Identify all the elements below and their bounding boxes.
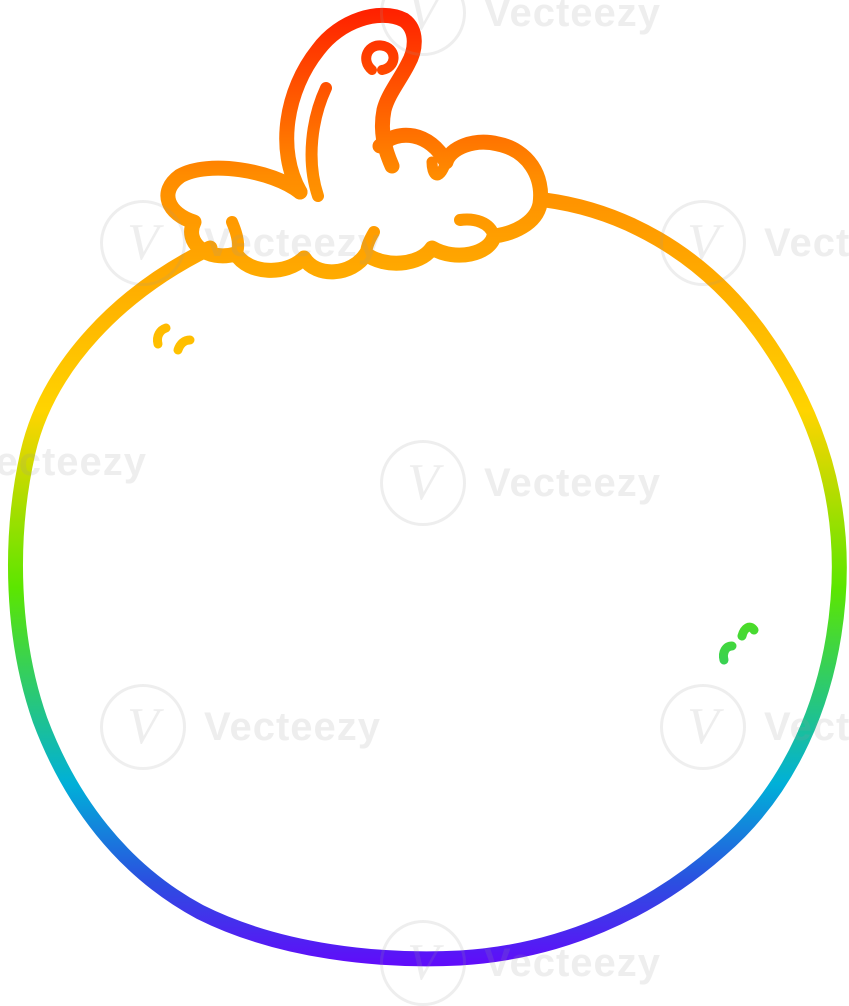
orange-stem-outline [279,7,422,200]
orange-leaf-outline [160,127,549,280]
stem-curl [361,40,399,75]
leaf-vein-right [454,213,500,242]
orange-body-outline [8,192,847,967]
orange-stem-inner [305,82,332,202]
highlight-mark-lower-2 [737,622,759,641]
leaf-notch-upper-right [426,156,452,181]
highlight-mark-lower-1 [719,641,737,665]
highlight-mark-upper-2 [173,335,195,355]
orange-illustration [8,7,847,967]
leaf-vein-left [226,216,245,260]
highlight-mark-upper-1 [153,323,171,349]
leaf-vein-center [360,226,380,260]
